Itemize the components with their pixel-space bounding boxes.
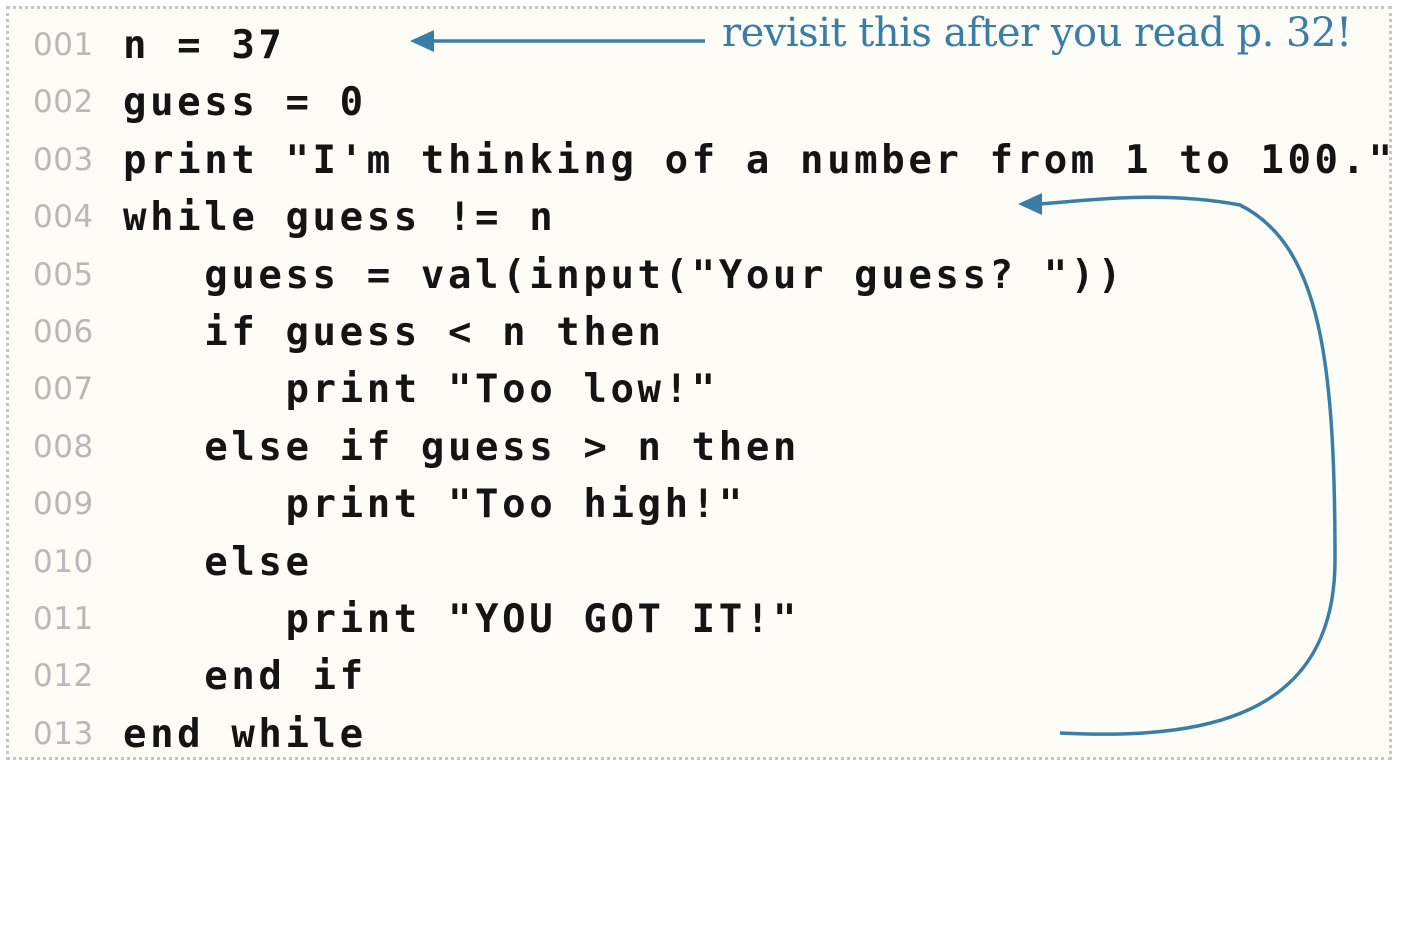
code-line: 007 print "Too low!" [9,361,1389,418]
line-number: 004 [33,199,94,236]
code-line: 011 print "YOU GOT IT!" [9,591,1389,648]
line-code: end if [123,654,367,700]
line-number: 006 [33,313,94,350]
line-code: guess = 0 [123,80,367,126]
line-number: 011 [33,600,94,637]
line-code: guess = val(input("Your guess? ")) [123,252,1125,298]
code-line: 001 n = 37 [9,17,1389,74]
line-number: 005 [33,256,94,293]
line-number: 003 [33,141,94,178]
code-line: 004 while guess != n [9,189,1389,246]
line-number: 002 [33,84,94,121]
line-code: else if guess > n then [123,424,800,470]
line-code: print "I'm thinking of a number from 1 t… [123,137,1396,183]
line-code: while guess != n [123,195,557,241]
code-line: 002 guess = 0 [9,74,1389,131]
code-line: 012 end if [9,648,1389,705]
line-number: 008 [33,428,94,465]
code-line: 008 else if guess > n then [9,419,1389,476]
line-code: if guess < n then [123,309,665,355]
line-number: 007 [33,371,94,408]
line-code: end while [123,711,367,757]
line-number: 001 [33,27,94,63]
line-code: print "Too low!" [123,367,719,413]
line-number: 009 [33,486,94,523]
code-listing-panel: 001 n = 37 002 guess = 0 003 print "I'm … [6,6,1392,760]
code-area: 001 n = 37 002 guess = 0 003 print "I'm … [9,17,1392,763]
code-line: 013 end while [9,706,1389,763]
code-line: 009 print "Too high!" [9,476,1389,533]
line-number: 012 [33,658,94,695]
line-code: n = 37 [123,23,286,68]
code-line: 006 if guess < n then [9,304,1389,361]
line-number: 013 [33,715,94,752]
line-code: print "Too high!" [123,482,746,528]
line-code: print "YOU GOT IT!" [123,596,800,642]
annotation-note: revisit this after you read p. 32! [722,10,1352,56]
code-line: 010 else [9,534,1389,591]
line-number: 010 [33,543,94,580]
line-code: else [123,539,313,585]
code-line: 003 print "I'm thinking of a number from… [9,132,1392,189]
code-line: 005 guess = val(input("Your guess? ")) [9,247,1389,304]
